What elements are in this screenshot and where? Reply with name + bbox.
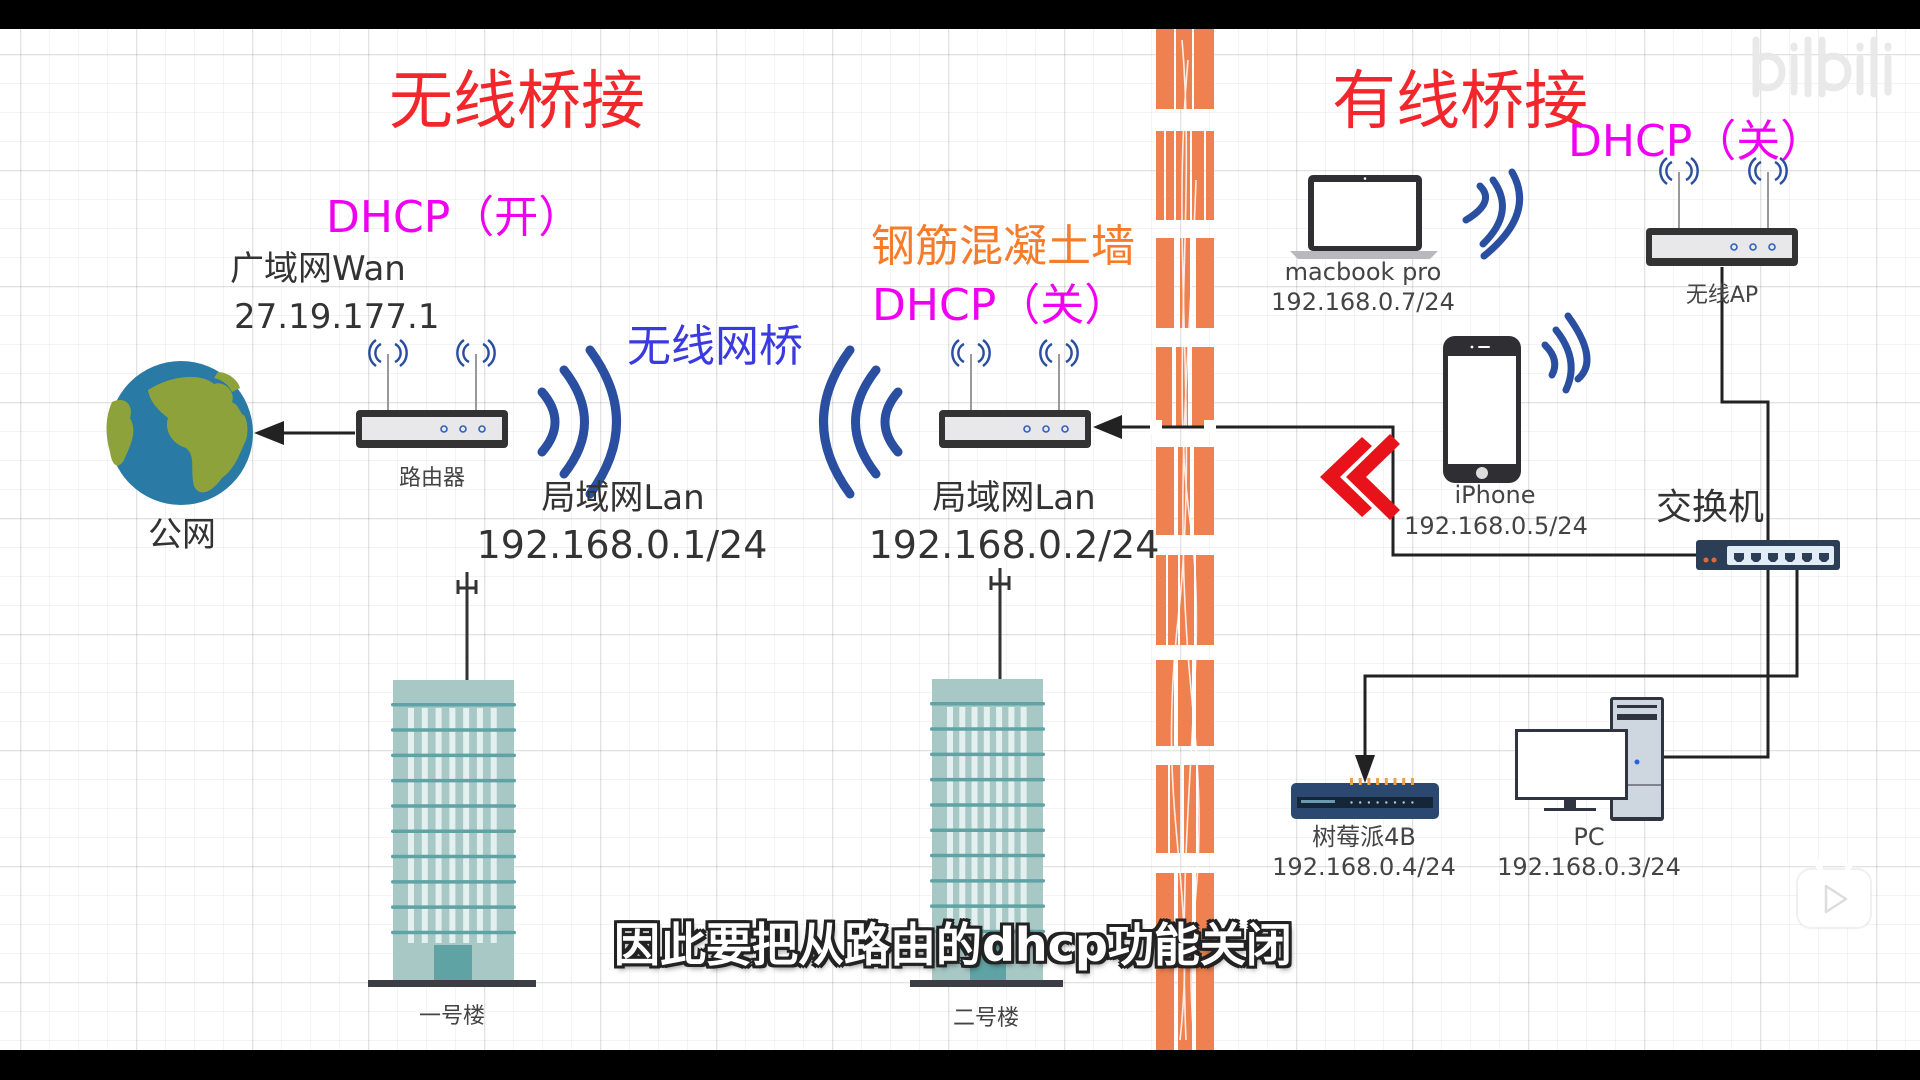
device-ip: 192.168.0.7/24 xyxy=(1271,288,1455,316)
wall-cracks xyxy=(1170,39,1200,1041)
lan-label-1: 局域网Lan xyxy=(541,478,705,518)
router-icon xyxy=(356,339,508,448)
building-1-icon xyxy=(368,572,536,987)
lan-ip-2: 192.168.0.2/24 xyxy=(868,523,1160,567)
desktop-pc-icon xyxy=(1515,697,1664,821)
video-subtitle: 因此要把从路由的dhcp功能关闭 xyxy=(614,918,1292,972)
device-name: 树莓派4B xyxy=(1312,823,1416,851)
building-2-icon xyxy=(910,568,1063,987)
globe-icon xyxy=(106,361,253,505)
bilibili-tv-icon[interactable] xyxy=(1796,855,1872,929)
internet-label: 公网 xyxy=(148,515,216,555)
switch-icon xyxy=(1696,540,1840,570)
wireless-bridge-label: 无线网桥 xyxy=(627,321,803,372)
ap-dhcp-status: DHCP（关） xyxy=(1568,116,1825,167)
wan-ip: 27.19.177.1 xyxy=(234,297,440,337)
device-ip: 192.168.0.5/24 xyxy=(1404,512,1588,540)
switch-label: 交换机 xyxy=(1655,487,1765,528)
concrete-wall-label: 钢筋混凝土墙 xyxy=(871,221,1135,272)
building-2-label: 二号楼 xyxy=(952,1006,1020,1031)
bilibili-logo xyxy=(1752,36,1892,98)
bridge-router-dhcp-status: DHCP（关） xyxy=(872,280,1129,331)
laptop-wifi-icon xyxy=(1462,168,1523,260)
lan-label-2: 局域网Lan xyxy=(932,478,1096,518)
phone-wifi-icon xyxy=(1541,312,1591,394)
wireless-bridge-title: 无线桥接 xyxy=(389,65,645,139)
arrow-to-router2 xyxy=(1093,415,1122,439)
phone-icon xyxy=(1443,336,1521,483)
diagram-canvas xyxy=(0,29,1920,1050)
ap-label: 无线AP xyxy=(1685,283,1759,308)
laptop-icon xyxy=(1290,175,1438,259)
wifi-waves-icon xyxy=(537,345,903,499)
arrowheads xyxy=(254,415,1375,783)
device-name: iPhone xyxy=(1454,481,1536,509)
device-name: macbook pro xyxy=(1284,258,1442,286)
wired-bridge-title: 有线桥接 xyxy=(1332,65,1588,139)
raspberry-pi-icon xyxy=(1291,778,1439,819)
router-label: 路由器 xyxy=(398,466,466,491)
antenna-signal-icon xyxy=(951,339,1079,367)
lan-ip-1: 192.168.0.1/24 xyxy=(476,523,768,567)
bridge-router-icon xyxy=(939,339,1091,448)
switch-to-bridge-link xyxy=(1108,425,1696,557)
arrow-to-globe xyxy=(254,421,284,445)
switch-to-pi-link xyxy=(1363,570,1799,765)
double-chevron-left-icon xyxy=(1320,434,1400,520)
antenna-signal-icon xyxy=(368,339,496,367)
device-ip: 192.168.0.3/24 xyxy=(1497,853,1681,881)
device-ip: 192.168.0.4/24 xyxy=(1272,853,1456,881)
arrow-to-raspberry-pi xyxy=(1355,755,1375,783)
device-name: PC xyxy=(1573,823,1605,851)
building-1-label: 一号楼 xyxy=(418,1004,486,1029)
ap-to-switch-link xyxy=(1663,267,1770,759)
router-dhcp-status: DHCP（开） xyxy=(326,192,583,243)
wireless-ap-icon xyxy=(1646,157,1798,266)
antenna-signal-icon xyxy=(1659,157,1788,185)
wan-label: 广域网Wan xyxy=(230,249,406,289)
